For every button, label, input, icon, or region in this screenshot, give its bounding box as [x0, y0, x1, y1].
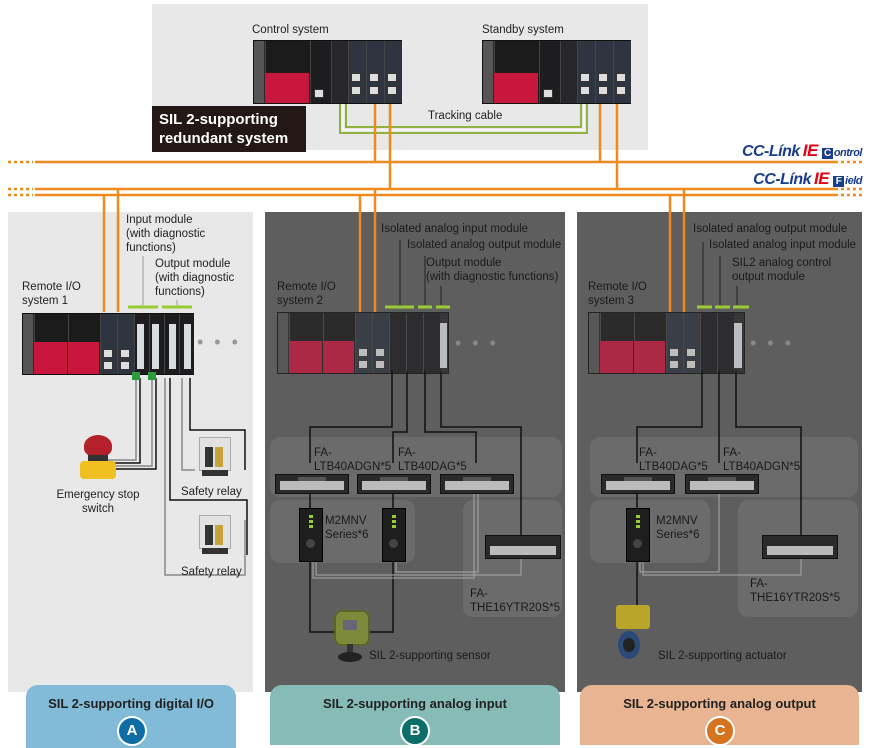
- system2-name: Remote I/O system 2: [277, 281, 336, 307]
- system3-converter-label: M2MNV Series*6: [656, 515, 700, 541]
- badge-a[interactable]: A: [117, 716, 147, 746]
- system3-converter: [626, 508, 650, 562]
- system2-relay-terminal-label: FA- THE16YTR20S*5: [470, 588, 561, 614]
- sil2-actuator-icon: [612, 605, 652, 663]
- system2-converter-1: [299, 508, 323, 562]
- system2-terminal-block-3: [440, 474, 514, 494]
- system2-remote-io-rack: [277, 312, 449, 374]
- system3-terminal-block-2: [685, 474, 759, 494]
- system3-terminal2-label: FA- LTB40ADGN*5: [723, 447, 801, 473]
- safety-relay-icon: [199, 437, 231, 477]
- system2-output-module-label: Output module (with diagnostic functions…: [426, 257, 559, 283]
- system1-input-module-label: Input module (with diagnostic functions): [126, 214, 206, 254]
- tracking-cable-label: Tracking cable: [428, 110, 503, 122]
- system3-more-modules: • • •: [750, 333, 794, 353]
- system3-terminal1-label: FA- LTB40DAG*5: [639, 447, 708, 473]
- green-connector: [132, 372, 140, 380]
- converter-group-box-3: [590, 500, 710, 563]
- system2-terminal1-label: FA- LTB40ADGN*5: [314, 447, 392, 473]
- system1-more-modules: • • •: [197, 332, 241, 352]
- safety-relay-label-1: Safety relay: [181, 486, 242, 498]
- system2-relay-terminal: [485, 535, 561, 559]
- system2-terminal-block-1: [275, 474, 349, 494]
- system2-analog-input-module-label: Isolated analog input module: [381, 223, 529, 235]
- sil2-sensor-label: SIL 2-supporting sensor: [369, 650, 491, 662]
- badge-c[interactable]: C: [705, 716, 735, 746]
- system3-analog-input-module-label: Isolated analog input module: [709, 239, 857, 251]
- system2-converter-2: [382, 508, 406, 562]
- control-system-label: Control system: [252, 24, 329, 36]
- system2-analog-output-module-label: Isolated analog output module: [407, 239, 562, 251]
- system2-terminal2-label: FA- LTB40DAG*5: [398, 447, 467, 473]
- control-system-plc: [253, 40, 402, 104]
- system3-relay-terminal: [762, 535, 838, 559]
- green-connector: [148, 372, 156, 380]
- emergency-stop-label: Emergency stop switch: [56, 489, 140, 515]
- system3-analog-output-module-label: Isolated analog output module: [693, 223, 848, 235]
- system2-terminal-block-2: [357, 474, 431, 494]
- system3-control-output-module-label: SIL2 analog control output module: [732, 257, 832, 283]
- system3-relay-terminal-label: FA- THE16YTR20S*5: [750, 578, 841, 604]
- system1-remote-io-rack: [22, 313, 194, 375]
- system3-remote-io-rack: [588, 312, 745, 374]
- standby-system-label: Standby system: [482, 24, 564, 36]
- system2-converter-label: M2MNV Series*6: [325, 515, 369, 541]
- system1-name: Remote I/O system 1: [22, 281, 81, 307]
- badge-b[interactable]: B: [400, 716, 430, 746]
- sil2-actuator-label: SIL 2-supporting actuator: [658, 650, 787, 662]
- system1-output-module-label: Output module (with diagnostic functions…: [155, 258, 235, 298]
- sil2-sensor-icon: [332, 610, 370, 662]
- system3-name: Remote I/O system 3: [588, 281, 647, 307]
- redundant-system-title: SIL 2-supporting redundant system: [152, 106, 306, 152]
- safety-relay-label-2: Safety relay: [181, 566, 242, 578]
- system3-terminal-block-1: [601, 474, 675, 494]
- emergency-stop-switch-icon: [80, 435, 116, 481]
- standby-system-plc: [482, 40, 631, 104]
- network-lines: [8, 100, 862, 312]
- safety-relay-icon: [199, 515, 231, 555]
- system2-more-modules: • • •: [455, 333, 499, 353]
- tracking-cable: [339, 100, 588, 134]
